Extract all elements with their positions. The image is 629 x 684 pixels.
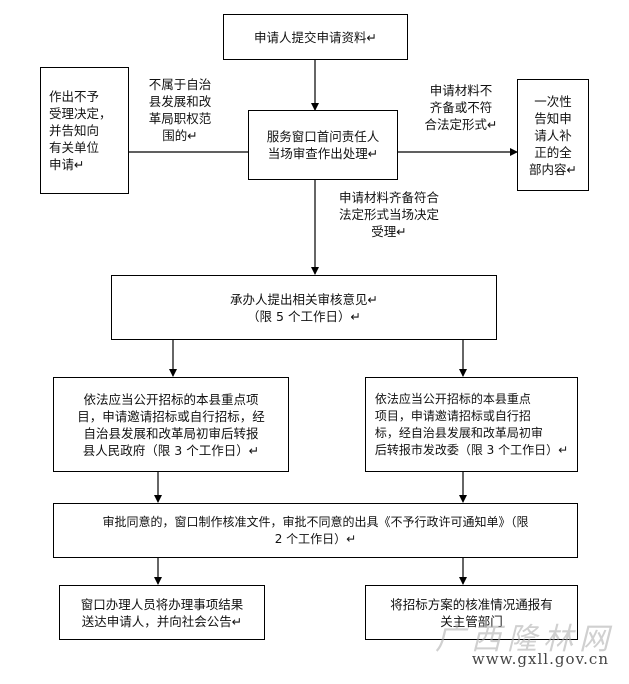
reject-box: 作出不予 受理决定， 并告知向 有关单位 申请↵ [40,67,129,194]
accept-note: 申请材料齐备符合 法定形式当场决定 受理↵ [338,190,439,239]
county-box: 依法应当公开招标的本县重点项 目，申请邀请招标或自行招标，经 自治县发展和改革局… [53,377,289,472]
deliver-text: 窗口办理人员将办理事项结果 送达申请人，并向社会公告↵ [80,596,244,629]
supplement-text: 一次性 告知申 请人补 正的全 部内容↵ [529,93,577,177]
window-box: 服务窗口首问责任人 当场审查作出处理↵ [248,110,398,180]
approve-box: 审批同意的，窗口制作核准文件，审批不同意的出具《不予行政许可通知单》（限 2 个… [53,503,578,558]
supplement-box: 一次性 告知申 请人补 正的全 部内容↵ [517,79,589,191]
reject-note: 不属于自治 县发展和改 革局职权范 围的↵ [148,77,212,143]
submit-box: 申请人提交申请资料↵ [223,14,408,60]
review-box: 承办人提出相关审核意见↵ （限 5 个工作日）↵ [111,275,497,340]
incomplete-note: 申请材料不 齐备或不符 合法定形式↵ [424,83,498,132]
watermark-logo: 广西隆林网 [435,622,615,657]
watermark-url: www.gxll.gov.cn [471,650,609,668]
notify-box: 将招标方案的核准情况通报有 关主管部门 [365,585,578,640]
county-text: 依法应当公开招标的本县重点项 目，申请邀请招标或自行招标，经 自治县发展和改革局… [77,391,265,458]
review-text: 承办人提出相关审核意见↵ （限 5 个工作日）↵ [230,291,378,324]
reject-text: 作出不予 受理决定， 并告知向 有关单位 申请↵ [49,89,112,172]
city-box: 依法应当公开招标的本县重点 项目，申请邀请招标或自行招 标，经自治县发展和改革局… [365,377,578,472]
approve-text: 审批同意的，窗口制作核准文件，审批不同意的出具《不予行政许可通知单》（限 2 个… [102,514,529,546]
deliver-box: 窗口办理人员将办理事项结果 送达申请人，并向社会公告↵ [59,585,265,640]
notify-text: 将招标方案的核准情况通报有 关主管部门 [390,596,553,629]
city-text: 依法应当公开招标的本县重点 项目，申请邀请招标或自行招 标，经自治县发展和改革局… [374,391,569,457]
submit-text: 申请人提交申请资料↵ [254,29,377,45]
window-text: 服务窗口首问责任人 当场审查作出处理↵ [266,129,380,161]
